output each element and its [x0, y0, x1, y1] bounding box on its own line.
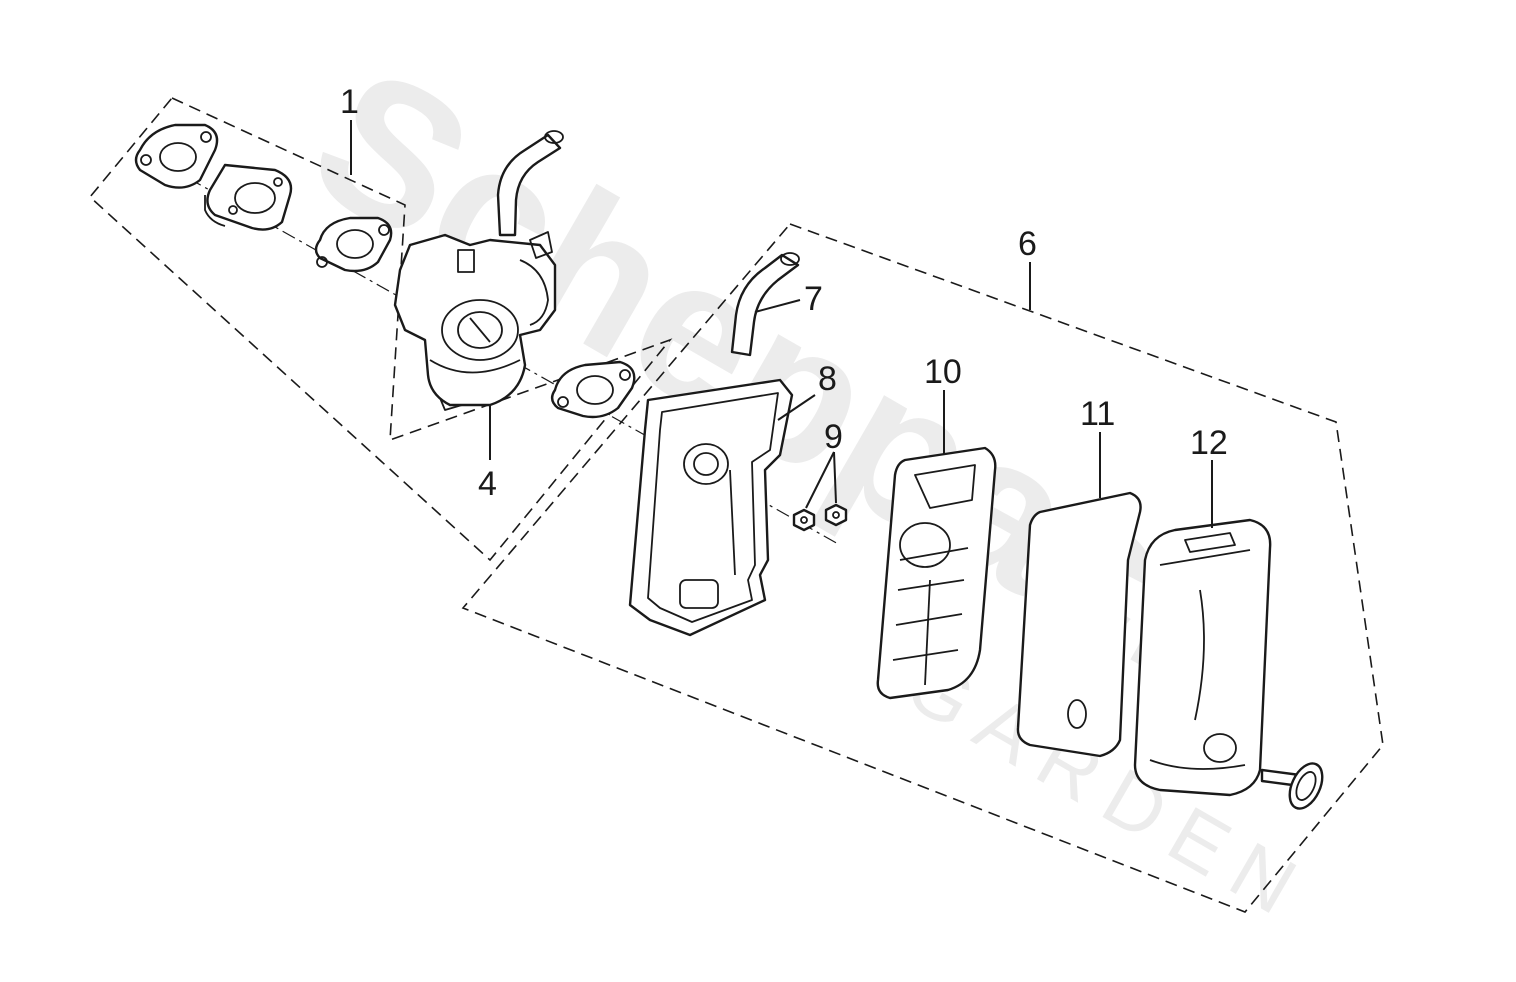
- leader-lines: [350, 120, 1213, 528]
- callout-9: 9: [824, 418, 843, 456]
- knob-screw-part: [1260, 762, 1324, 810]
- group-6-boundary: [461, 223, 1384, 913]
- carburetor-part: [393, 231, 557, 411]
- callouts: 1 4 6 7 8 9 10 11 12: [340, 83, 1228, 503]
- fuel-line-upper: [496, 130, 564, 237]
- filter-frame-part: [876, 446, 997, 700]
- callout-11: 11: [1080, 395, 1115, 433]
- nuts-part: [792, 503, 848, 532]
- callout-8: 8: [818, 360, 837, 398]
- breather-hose-part: [730, 252, 800, 357]
- group-1-boundary: [88, 97, 673, 562]
- spacer-part: [204, 163, 293, 231]
- callout-1: 1: [340, 83, 359, 121]
- callout-10: 10: [924, 353, 962, 391]
- callout-6: 6: [1018, 225, 1037, 263]
- foam-filter-part: [1016, 491, 1142, 758]
- callout-7: 7: [804, 280, 823, 318]
- callout-12: 12: [1190, 424, 1228, 462]
- filter-cover-part: [1133, 518, 1272, 797]
- carburetor-gasket-part: [314, 216, 393, 273]
- gasket-part: [134, 123, 219, 189]
- watermark: Scheppach GARDEN: [279, 24, 1326, 940]
- callout-4: 4: [478, 465, 497, 503]
- filter-gasket-part: [550, 360, 636, 419]
- air-filter-base-part: [628, 378, 794, 637]
